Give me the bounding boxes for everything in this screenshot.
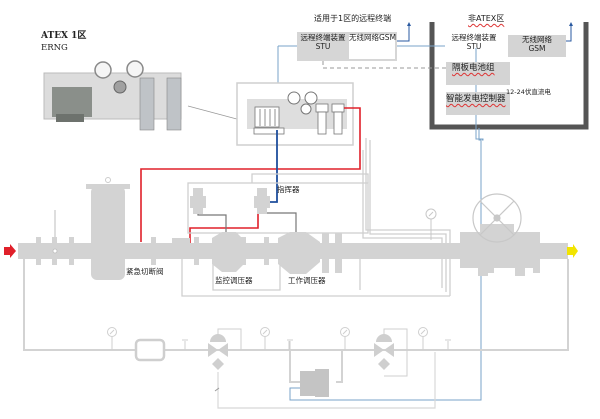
bottom-break-mark (214, 387, 220, 392)
controller-box (446, 92, 510, 115)
zone1-remote-caption: 适用于1区的远程终端 (314, 14, 392, 23)
pressure-gauge-icon (425, 208, 437, 240)
non-atex-gsm-label-line2: GSM (528, 43, 546, 53)
main-pipeline (18, 184, 568, 280)
dc-voltage-label: 12-24伏直流电 (506, 88, 551, 96)
bottom-filter (134, 338, 166, 362)
zone1-stu-label-line2: STU (315, 41, 331, 51)
non-atex-antenna-line (566, 25, 572, 42)
bottom-loop (23, 259, 569, 351)
zone1-gsm-label: 无线网络GSM (349, 33, 397, 42)
non-atex-gsm-box (508, 35, 566, 57)
controller-label: 智能发电控制器 (446, 94, 506, 104)
zone1-antenna-line (397, 25, 410, 42)
zone1-gsm-box (349, 35, 395, 59)
non-atex-stu-label-line2: STU (466, 41, 482, 51)
atex-zone-label: ATEX 1区 (41, 31, 87, 41)
bottom-control-valve-2 (374, 334, 394, 370)
monitor-sense-line (197, 212, 227, 232)
inlet-arrow-icon (4, 244, 16, 258)
shutoff-valve-label: 紧急切断阀 (126, 267, 164, 276)
control-loops (181, 138, 451, 297)
battery-box (446, 62, 510, 85)
non-atex-gsm-label-line1: 无线网络 (522, 35, 552, 44)
erng-label: ERNG (41, 43, 68, 53)
dashed-link-line (322, 61, 446, 69)
supply-red-line (140, 107, 361, 242)
non-atex-stu-label-line1: 远程终端装置 (451, 33, 497, 42)
generator-blue-line (269, 130, 278, 203)
worker-sense-line (262, 212, 297, 232)
monitor-regulator-label: 监控调压器 (215, 276, 253, 285)
zone1-stu-label-line1: 远程终端装置 (300, 33, 346, 42)
bottom-valve-2-loop (383, 328, 408, 377)
panel-gauges (287, 91, 345, 135)
inlet-valve-ball (52, 248, 58, 254)
zone1-antenna-arrow (407, 22, 411, 26)
actuator-link-2 (336, 350, 343, 383)
non-atex-stu-label: 远程终端装置 STU (448, 33, 500, 51)
non-atex-gsm-label: 无线网络 GSM (508, 35, 566, 53)
pilot-label: 指挥器 (277, 185, 300, 194)
actuator-link (289, 350, 300, 383)
worker-pilot (254, 188, 270, 214)
non-atex-antenna-arrow (569, 22, 573, 26)
bottom-actuator-cap (315, 369, 329, 397)
zone1-stu-label: 远程终端装置 STU (297, 33, 349, 51)
non-atex-caption: 非ATEX区 (468, 14, 505, 23)
battery-label: 隔板电池组 (452, 63, 495, 73)
bottom-gauges (107, 327, 451, 350)
panel-generator (253, 106, 285, 135)
erng-photo (43, 60, 182, 131)
filter-lifting-eye (105, 177, 111, 183)
bottom-return-line (217, 352, 436, 409)
monitor-pilot (190, 188, 206, 214)
bottom-valve-1-loop (217, 328, 242, 350)
signal-return-blue-line (289, 128, 482, 401)
outlet-arrow-icon (567, 244, 578, 258)
non-atex-enclosure (429, 22, 589, 130)
handwheel-icon (472, 193, 522, 243)
worker-regulator-label: 工作调压器 (288, 276, 326, 285)
